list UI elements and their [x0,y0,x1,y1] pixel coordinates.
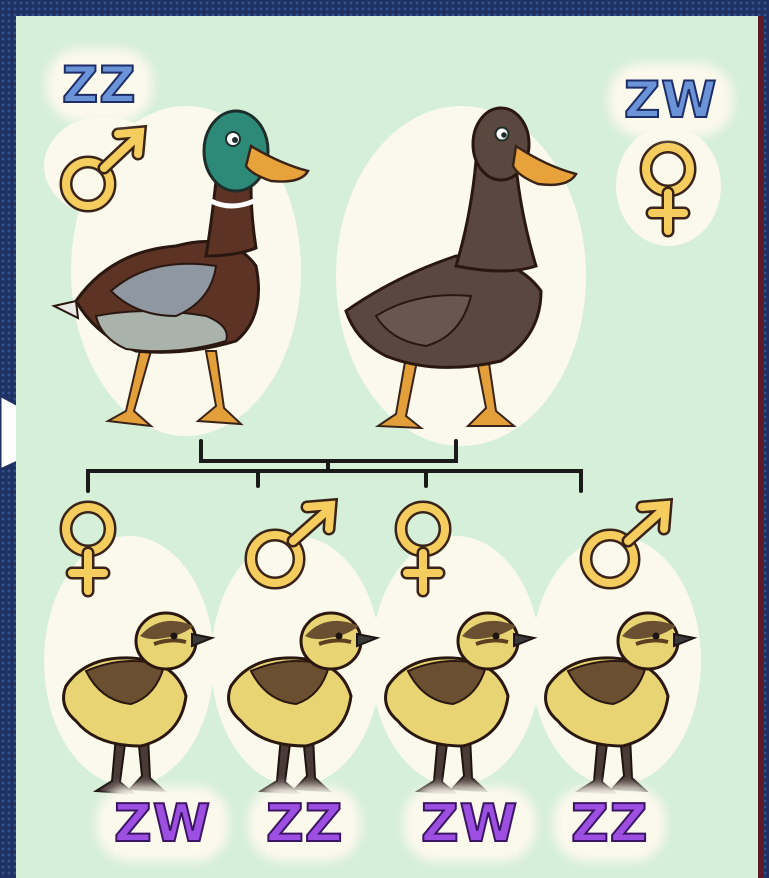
male-symbol-icon [66,132,140,206]
female-symbol-icon [401,507,445,591]
male-symbol-icon [251,505,331,583]
offspring-4-genotype-label: ZZ [561,794,658,854]
duckling-3-illustration [386,613,534,794]
duckling-4-illustration [546,613,694,794]
father-genotype-label: ZZ [54,56,145,114]
offspring-2-genotype-label: ZZ [256,794,353,854]
female-symbol-icon [66,507,110,591]
female-symbol-icon [646,147,690,231]
offspring-1-genotype-label: ZW [104,794,221,854]
offspring-3-genotype-label: ZW [411,794,528,854]
mother-genotype-label: ZW [616,71,725,129]
mallard-hen-illustration [346,108,576,428]
pedigree-lines [88,441,581,491]
duckling-1-illustration [64,613,212,794]
duckling-2-illustration [229,613,377,794]
male-symbol-icon [586,505,666,583]
pedigree-artwork [16,16,764,878]
inheritance-panel: ZZ ZW ZW ZZ ZW ZZ [16,16,764,878]
